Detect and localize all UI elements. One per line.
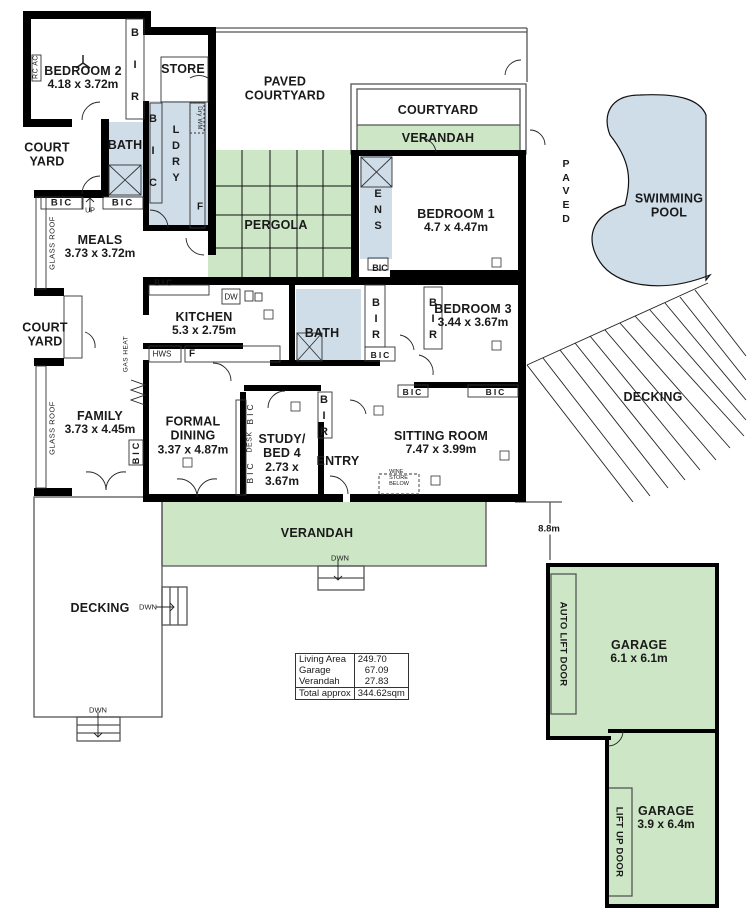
label-bath-upper: BATH [107,137,143,152]
label-decking-left: DECKING [70,600,130,615]
label-pergola: PERGOLA [244,217,308,232]
label-up: UP [85,207,95,215]
label-distance: 8.8m [538,523,560,535]
label-dw: DW [224,292,238,302]
label-bic-study-1: BIC [245,401,255,425]
label-entry: ENTRY [316,453,360,468]
label-glass-roof-upper: GLASS ROOF [47,216,57,270]
label-dry-wm: Dry WM [196,106,202,130]
ceiling-fan-icon [75,55,91,69]
label-bath-mid: BATH [304,325,340,340]
outdoor-green-areas [162,125,718,905]
label-verandah-bottom: VERANDAH [280,525,354,540]
label-bic-family: BIC [131,439,141,465]
label-decking-right: DECKING [623,389,683,404]
label-rc-ac: RC AC [32,55,40,79]
label-store: STORE [161,61,205,76]
label-dwn-decking-side: DWN [139,602,157,612]
label-bic: BIC [485,387,507,397]
swimming-pool-shape [591,94,712,287]
door-swings [81,59,624,747]
label-fridge: F [188,348,196,360]
label-fridge-ldry: F [196,201,204,213]
label-dwn-verandah: DWN [331,553,349,563]
wet-areas [107,101,392,361]
label-bic: BIC [372,263,388,273]
label-gas-heat: GAS HEAT [122,335,130,373]
stair-arrows [85,197,343,738]
label-bic-study-2: BIC [245,460,255,484]
label-bic: BIC [370,350,392,360]
label-verandah-top: VERANDAH [401,130,475,145]
label-desk: DESK [246,431,254,453]
label-courtyard: COURTYARD [397,102,479,117]
label-bic: BIC [402,387,424,397]
walls [23,11,719,908]
label-auto-lift-door: AUTO LIFT DOOR [557,601,569,687]
label-bic: BIC [154,278,174,288]
pergola-grid [208,150,351,277]
label-dwn-decking-bottom: DWN [89,705,107,715]
fixtures [31,18,519,496]
label-bic: BIC [50,197,74,209]
decking-hatch [526,282,747,503]
label-lift-up-door: LIFT UP DOOR [613,806,625,878]
label-bic: BIC [111,197,135,209]
vent-icons [182,257,510,486]
label-hws: HWS [152,349,172,359]
label-glass-roof-lower: GLASS ROOF [47,401,57,455]
